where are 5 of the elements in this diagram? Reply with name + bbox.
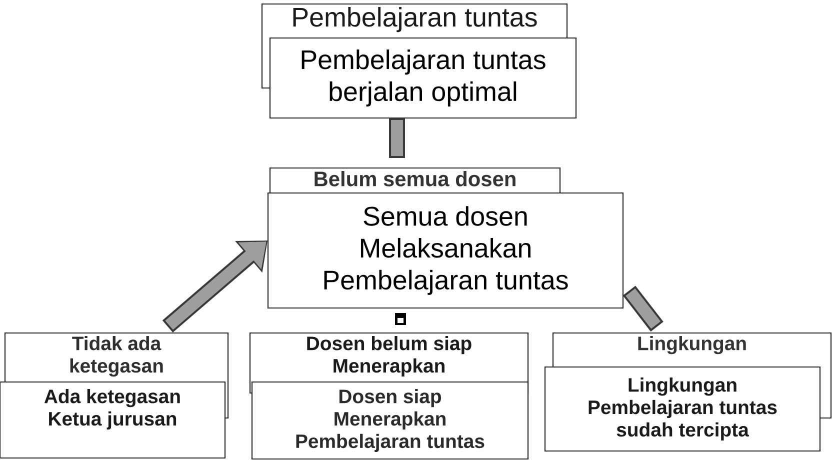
text-box: Ada ketegasan Ketua jurusan bbox=[0, 381, 226, 459]
text-box: Dosen siap Menerapkan Pembelajaran tuntas bbox=[251, 381, 529, 460]
text-box: Belum semua dosen bbox=[269, 167, 561, 194]
text-box: Pembelajaran tuntas berjalan optimal bbox=[269, 37, 577, 119]
text-box: Lingkungan Pembelajaran tuntas sudah tercipta bbox=[544, 366, 821, 452]
